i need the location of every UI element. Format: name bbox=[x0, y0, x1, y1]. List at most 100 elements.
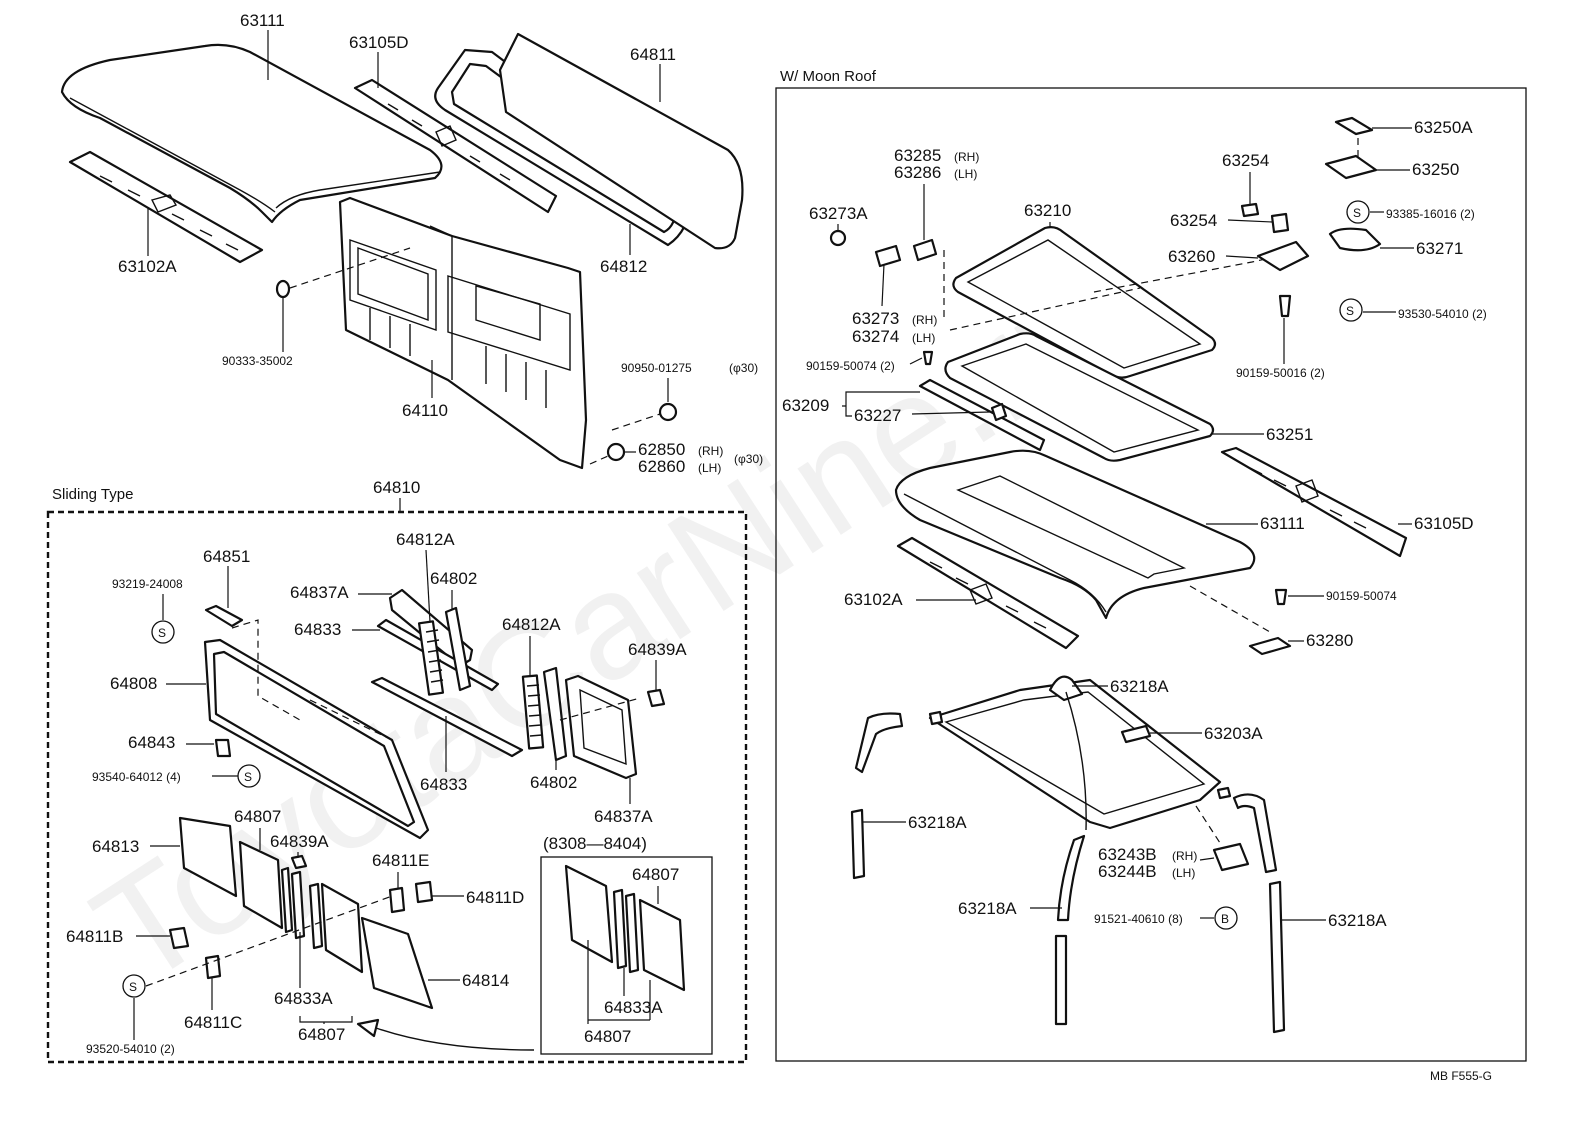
label-93530: 93530-54010 (2) bbox=[1398, 307, 1487, 321]
s-fastener-93385[interactable] bbox=[1346, 200, 1370, 224]
label-90950: 90950-01275 bbox=[621, 361, 692, 375]
back-panel-64110[interactable] bbox=[338, 196, 588, 470]
label-64811e: 64811E bbox=[372, 851, 429, 870]
label-63273a: 63273A bbox=[809, 204, 868, 223]
hose-63218a-1-tube bbox=[1065, 691, 1087, 831]
plug-90333[interactable] bbox=[275, 279, 291, 299]
frame-63251[interactable] bbox=[944, 332, 1215, 462]
runner-64833a-1[interactable] bbox=[280, 866, 294, 934]
stop-63273a[interactable] bbox=[829, 229, 847, 247]
label-63227: 63227 bbox=[854, 406, 901, 425]
screw-90159-50074-2[interactable] bbox=[922, 350, 934, 366]
label-63210: 63210 bbox=[1024, 201, 1071, 220]
label-62850: 62850 bbox=[638, 440, 685, 459]
bracket-63280[interactable] bbox=[1248, 636, 1292, 656]
label-63105d-mr: 63105D bbox=[1414, 514, 1474, 533]
handle-63271[interactable] bbox=[1328, 227, 1382, 252]
s-fastener-93530[interactable] bbox=[1339, 298, 1363, 322]
label-64812a-top: 64812A bbox=[396, 530, 455, 549]
b-fastener-91521[interactable] bbox=[1214, 906, 1238, 930]
hose-63218a-right[interactable] bbox=[1232, 793, 1278, 874]
clip-64811c[interactable] bbox=[204, 954, 222, 980]
bracket-63250a[interactable] bbox=[1334, 116, 1374, 136]
clip-64811b[interactable] bbox=[168, 926, 190, 950]
strip-64812a-mid[interactable] bbox=[521, 674, 545, 750]
label-90159-50074-2: 90159-50074 (2) bbox=[806, 359, 895, 373]
bracket-63250[interactable] bbox=[1324, 154, 1378, 180]
roof-panel-63111[interactable] bbox=[60, 43, 443, 224]
screw-90159-50016[interactable] bbox=[1278, 294, 1292, 318]
hose-63218a-bottom[interactable] bbox=[1054, 934, 1068, 1026]
hose-63218a-mid[interactable] bbox=[1056, 834, 1086, 922]
label-64833a-box: 64833A bbox=[604, 998, 663, 1017]
hose-63218a-lower-right[interactable] bbox=[1268, 880, 1286, 1034]
roof-rail-63105d-mr[interactable] bbox=[1220, 446, 1408, 558]
glass-63210[interactable] bbox=[952, 226, 1217, 379]
glass-64807-box-left[interactable] bbox=[564, 864, 614, 964]
clip-64811d[interactable] bbox=[414, 880, 434, 904]
bracket-63273[interactable] bbox=[874, 244, 902, 268]
bracket-63243b[interactable] bbox=[1212, 842, 1250, 872]
moon-roof-title: W/ Moon Roof bbox=[780, 68, 877, 85]
s-letter: S bbox=[1346, 304, 1354, 318]
runner-64833a-box-1[interactable] bbox=[612, 888, 628, 970]
bracket-63254-top[interactable] bbox=[1240, 202, 1260, 218]
label-63102a: 63102A bbox=[118, 257, 177, 276]
glass-64807-right[interactable] bbox=[320, 882, 364, 974]
cap-62850[interactable] bbox=[606, 442, 626, 462]
bracket-63254[interactable] bbox=[1270, 212, 1290, 234]
s-fastener-93219[interactable] bbox=[151, 620, 175, 644]
block-64839a-bot[interactable] bbox=[290, 854, 308, 870]
label-63251: 63251 bbox=[1266, 425, 1313, 444]
label-64843: 64843 bbox=[128, 733, 175, 752]
glass-64814[interactable] bbox=[360, 916, 434, 1010]
label-63111: 63111 bbox=[240, 11, 285, 30]
label-64837a-top: 64837A bbox=[290, 583, 349, 602]
label-64813: 64813 bbox=[92, 837, 139, 856]
roof-rail-63105d[interactable] bbox=[353, 78, 558, 214]
run-64802-bot[interactable] bbox=[542, 666, 568, 762]
deflector-63209[interactable] bbox=[918, 378, 1046, 452]
rail-64833-bot[interactable] bbox=[370, 676, 524, 758]
back-glass-64811[interactable] bbox=[498, 32, 744, 250]
label-64851: 64851 bbox=[203, 547, 250, 566]
hose-63218a-1[interactable] bbox=[1048, 675, 1084, 702]
hose-63218a-left[interactable] bbox=[854, 712, 904, 774]
housing-63203a[interactable] bbox=[928, 678, 1222, 830]
label-63285-rh: (RH) bbox=[954, 150, 979, 164]
s-fastener-93520[interactable] bbox=[122, 974, 146, 998]
label-63273: 63273 bbox=[852, 309, 899, 328]
label-64833a: 64833A bbox=[274, 989, 333, 1008]
glass-64807-left[interactable] bbox=[238, 840, 284, 930]
label-62860: 62860 bbox=[638, 457, 685, 476]
glass-64807-box-right[interactable] bbox=[638, 898, 686, 992]
strip-64812a-top[interactable] bbox=[417, 620, 445, 696]
glass-64813[interactable] bbox=[178, 816, 238, 898]
runner-64833a-2[interactable] bbox=[290, 870, 306, 940]
block-64839a-top[interactable] bbox=[646, 688, 666, 708]
screw-90159-50074[interactable] bbox=[1274, 588, 1288, 606]
fasteners-moon-roof: S S B bbox=[1214, 200, 1370, 930]
roof-rail-63102a[interactable] bbox=[68, 150, 264, 264]
label-93219: 93219-24008 bbox=[112, 577, 183, 591]
clip-64811e[interactable] bbox=[388, 886, 406, 914]
clip-63227[interactable] bbox=[990, 402, 1008, 422]
bracket-64851[interactable] bbox=[204, 604, 244, 628]
run-64802-top[interactable] bbox=[444, 606, 472, 692]
glass-frame-64837a-bot[interactable] bbox=[564, 674, 638, 780]
grommet-90950[interactable] bbox=[658, 402, 678, 422]
sliding-type-labels: 64851 93219-24008 64808 64843 93540-6401… bbox=[66, 530, 687, 1056]
bracket-63285[interactable] bbox=[912, 238, 938, 262]
runner-64833a-box-2[interactable] bbox=[624, 892, 640, 974]
label-64833-top: 64833 bbox=[294, 620, 341, 639]
roof-panel-63111-mr[interactable] bbox=[894, 449, 1256, 620]
hose-63218a-lower-left[interactable] bbox=[850, 808, 866, 880]
stopper-64843[interactable] bbox=[214, 738, 232, 758]
label-64802-bot: 64802 bbox=[530, 773, 577, 792]
hinge-63260[interactable] bbox=[1256, 240, 1310, 272]
roof-rail-63102a-mr[interactable] bbox=[896, 536, 1080, 650]
label-64811: 64811 bbox=[630, 45, 676, 64]
runner-64833a-3[interactable] bbox=[308, 882, 324, 950]
label-64833-bot: 64833 bbox=[420, 775, 467, 794]
label-64808: 64808 bbox=[110, 674, 157, 693]
